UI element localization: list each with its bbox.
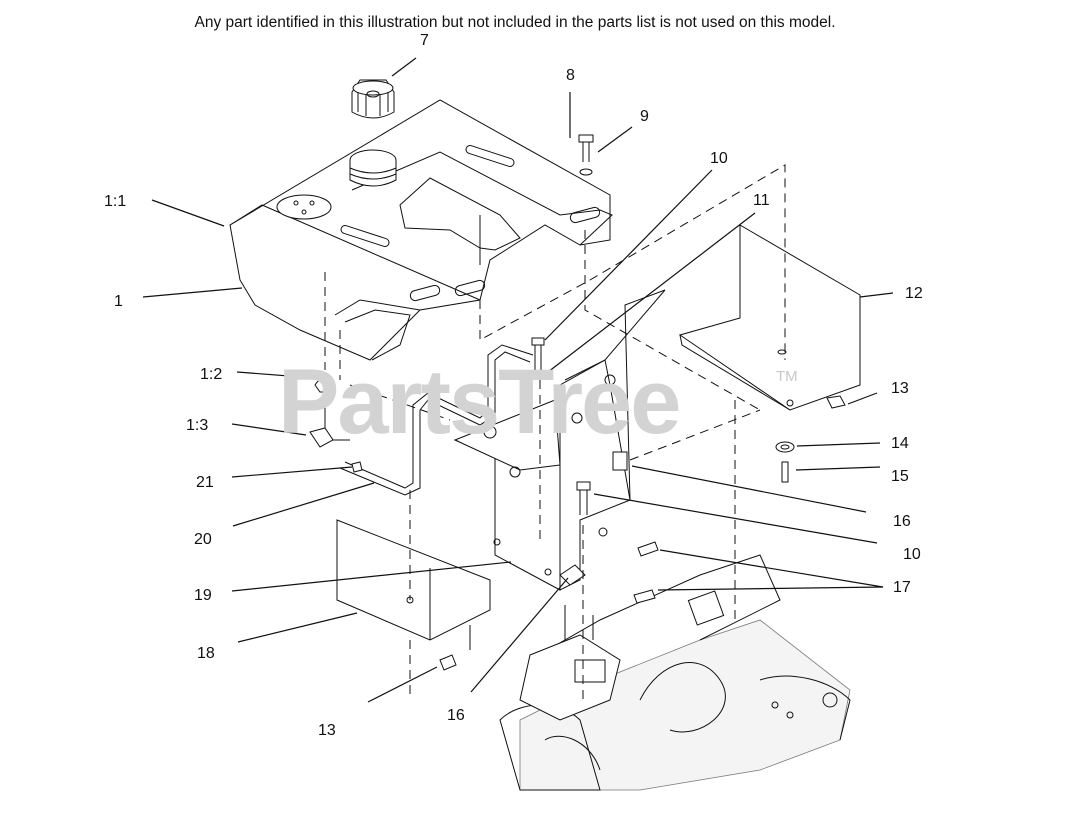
fuel-tank-drawing	[229, 99, 613, 361]
callout-20: 20	[194, 531, 212, 548]
callout-leaders	[142, 57, 894, 703]
callout-1-2: 1:2	[200, 366, 223, 383]
callout-13-right: 13	[891, 380, 909, 397]
callout-8: 8	[566, 67, 575, 84]
fuel-cap-drawing	[351, 79, 395, 119]
callout-12: 12	[905, 285, 923, 302]
callout-13-lower: 13	[318, 722, 336, 739]
callout-9: 9	[640, 108, 649, 125]
callout-1: 1	[114, 293, 123, 310]
diagram-notice: Any part identified in this illustration…	[194, 14, 836, 31]
callout-21: 21	[196, 474, 214, 491]
callout-10-upper: 10	[710, 150, 728, 167]
assembly-dashed-lines	[324, 164, 786, 700]
callout-15: 15	[891, 468, 909, 485]
callout-1-3: 1:3	[186, 417, 209, 434]
mounting-bracket-drawing	[453, 289, 666, 591]
callout-14: 14	[891, 435, 909, 452]
frame-assembly-drawing	[499, 554, 851, 791]
callout-10-lower: 10	[903, 546, 921, 563]
callout-7: 7	[420, 32, 429, 49]
hardware-drawing	[309, 134, 846, 671]
heat-shield-drawing	[336, 519, 491, 650]
callout-17: 17	[893, 579, 911, 596]
callout-16-right: 16	[893, 513, 911, 530]
callout-1-1: 1:1	[104, 193, 127, 210]
partstree-watermark: PartsTree	[278, 351, 681, 453]
fuel-line-drawing	[339, 344, 534, 496]
callout-19: 19	[194, 587, 212, 604]
callout-16-lower: 16	[447, 707, 465, 724]
watermark-tm: TM	[776, 368, 798, 385]
callout-18: 18	[197, 645, 215, 662]
bracket-12-drawing	[678, 224, 861, 411]
callout-11: 11	[753, 192, 770, 209]
